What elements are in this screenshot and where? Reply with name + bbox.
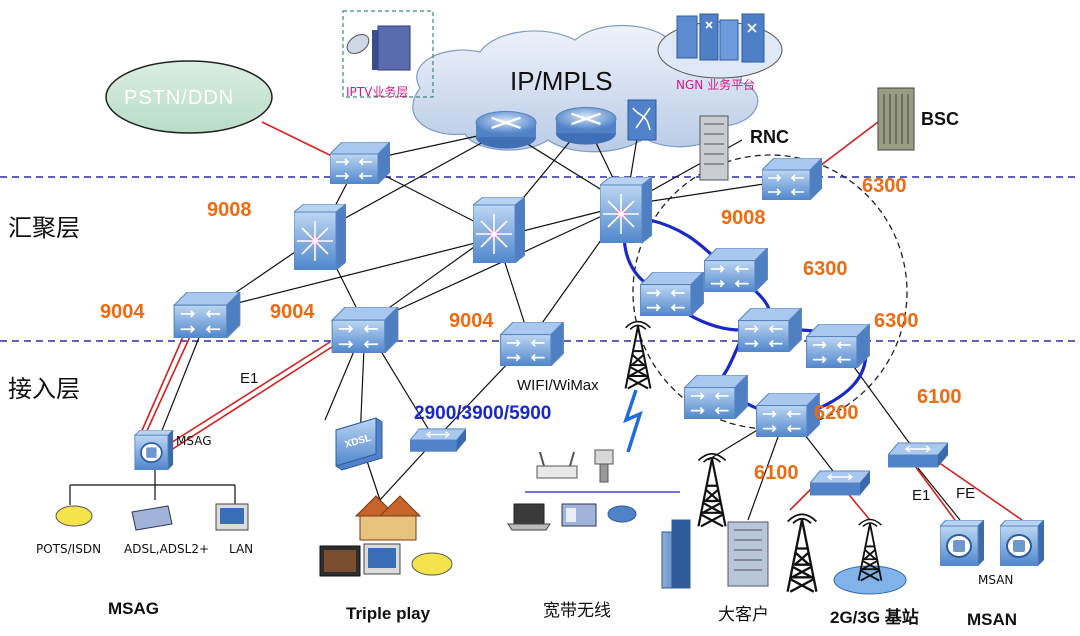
model-6300-mid: 6300 xyxy=(803,258,848,280)
series-label: 2900/3900/5900 xyxy=(414,403,552,424)
ip-phone-icon xyxy=(561,503,597,527)
ip-camera-icon xyxy=(594,449,614,483)
switch-6200 xyxy=(756,393,820,437)
xdsl-modem-icon xyxy=(335,417,383,471)
wifi-wimax-label: WIFI/WiMax xyxy=(517,377,599,394)
switch-6100 xyxy=(888,442,948,468)
caption-msan: MSAN xyxy=(967,610,1018,629)
3g-tower-icon xyxy=(833,518,907,595)
ring-switch-e xyxy=(684,375,748,419)
enterprise-building-icon xyxy=(727,521,769,587)
lan-label: LAN xyxy=(229,542,254,556)
wireless-bolt-icon xyxy=(623,389,643,453)
ring-switch-c xyxy=(738,308,802,352)
core-switch-right xyxy=(600,177,652,243)
pstn-ddn-oval xyxy=(105,60,273,134)
model-6100-right: 6100 xyxy=(917,386,962,408)
caption-enterprise: 大客户 xyxy=(718,605,769,625)
caption-basestation: 2G/3G 基站 xyxy=(830,608,919,627)
model-6200: 6200 xyxy=(814,402,859,424)
mpls-router-right xyxy=(555,106,617,146)
pots-label: POTS/ISDN xyxy=(36,542,102,556)
broadband-building-icon xyxy=(661,519,691,589)
e1-label-right: E1 xyxy=(912,487,931,504)
model-9004-right: 9004 xyxy=(449,310,494,332)
caption-msag: MSAG xyxy=(108,599,159,618)
model-6300-right: 6300 xyxy=(874,310,919,332)
msan-device-label: MSAN xyxy=(978,573,1014,587)
layer-label-access: 接入层 xyxy=(8,375,80,403)
bs-switch xyxy=(810,470,870,496)
phone-icon-triple xyxy=(411,552,453,576)
adsl-modem-icon xyxy=(131,505,173,531)
ring-switch-b xyxy=(704,248,768,292)
iptv-server-icon xyxy=(346,25,411,71)
core-switch-center xyxy=(473,197,525,263)
cloud-title: IP/MPLS xyxy=(510,66,613,96)
laptop-icon xyxy=(507,503,551,531)
ngn-platform-icon xyxy=(657,13,783,79)
pstn-ddn-label: PSTN/DDN xyxy=(124,87,235,109)
pstn-gateway-switch xyxy=(330,142,390,184)
house-icon xyxy=(354,495,422,541)
pots-phone-icon xyxy=(55,505,93,527)
switch-9004-left xyxy=(173,292,241,338)
mpls-router-left xyxy=(475,110,537,150)
layer-label-aggregation: 汇聚层 xyxy=(8,214,80,242)
model-9008-right: 9008 xyxy=(721,207,766,229)
lan-pc-icon xyxy=(215,503,249,531)
adsl-label: ADSL,ADSL2+ xyxy=(124,542,210,556)
caption-broadband: 宽带无线 xyxy=(543,601,611,621)
msag-gateway xyxy=(134,430,174,470)
iptv-box xyxy=(342,10,434,98)
wifi-ap-icon xyxy=(536,451,578,479)
model-9004-mid: 9004 xyxy=(270,301,315,323)
ngn-label: NGN 业务平台 xyxy=(676,78,756,92)
e1-label-left: E1 xyxy=(240,370,259,387)
ring-switch-d xyxy=(806,324,870,368)
rnc-rack-icon xyxy=(699,115,729,181)
switch-2900 xyxy=(410,428,466,452)
bas-server-icon xyxy=(627,99,657,141)
enterprise-tower-icon xyxy=(697,452,727,528)
core-switch-left xyxy=(294,204,346,270)
bsc-label: BSC xyxy=(921,109,960,129)
2g-tower-icon xyxy=(786,513,818,593)
msan-gateway-left xyxy=(940,520,984,566)
ring-switch-a xyxy=(640,272,704,316)
tv-icon xyxy=(319,545,361,577)
switch-9004-mid xyxy=(331,307,399,353)
msag-device-label: MSAG xyxy=(176,434,212,448)
model-9004-left: 9004 xyxy=(100,301,145,323)
bsc-rack-icon xyxy=(877,87,915,151)
model-6100-bottom: 6100 xyxy=(754,462,799,484)
wifi-tower-icon xyxy=(624,320,652,390)
rnc-label: RNC xyxy=(750,127,789,147)
model-9008-left: 9008 xyxy=(207,199,252,221)
switch-9004-right xyxy=(500,322,564,366)
router-small-icon xyxy=(607,505,637,523)
fe-label: FE xyxy=(956,485,976,502)
pc-icon xyxy=(363,543,401,575)
switch-6300-top xyxy=(762,158,822,200)
iptv-label: IPTV业务层 xyxy=(346,85,409,99)
caption-triple-play: Triple play xyxy=(346,604,431,623)
model-6300-top: 6300 xyxy=(862,175,907,197)
msan-gateway-right xyxy=(1000,520,1044,566)
